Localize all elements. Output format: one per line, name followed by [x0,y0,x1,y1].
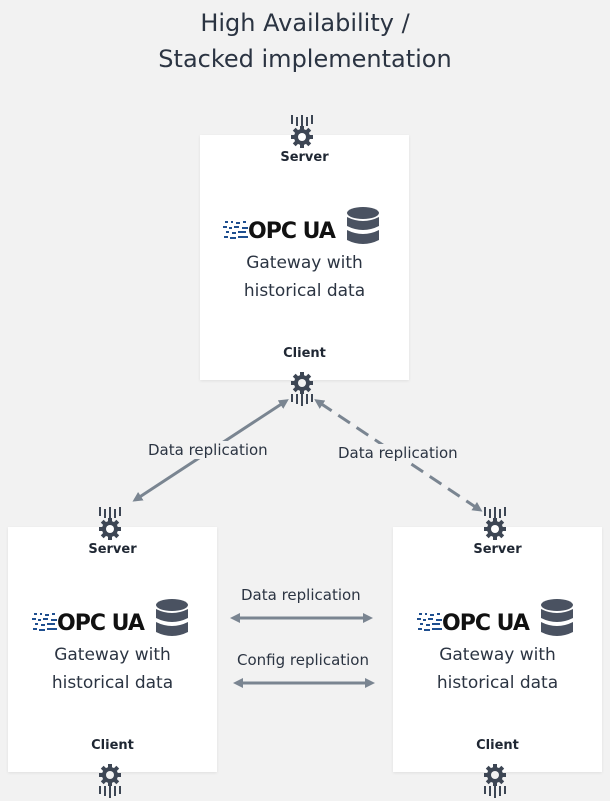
gateway-node-left: Server OPC UA Gateway with historical da… [8,527,217,772]
gateway-node-right: Server OPC UA Gateway with historical da… [393,527,602,772]
opc-ua-text: OPC UA [248,219,336,244]
edge-label-top-right: Data replication [336,444,460,462]
database-icon [541,599,573,636]
title-line-1: High Availability / [200,9,410,37]
gateway-text-line2: historical data [436,673,559,693]
client-gear-icon [291,372,313,406]
edge-label-lr-data: Data replication [239,586,363,604]
opc-streaks-icon [417,613,442,631]
database-icon [156,599,188,636]
client-label: Client [283,346,326,361]
gateway-text-line2: historical data [243,281,366,301]
server-gear-icon [291,115,313,148]
opc-ua-logo: OPC UA [32,599,192,639]
server-label: Server [280,150,329,165]
opc-ua-text: OPC UA [442,611,530,636]
title-line-2: Stacked implementation [158,45,452,73]
gateway-text-line2: historical data [51,673,174,693]
client-gear-icon [484,764,506,798]
opc-streaks-icon [32,613,57,631]
client-label: Client [476,738,519,753]
opc-ua-text: OPC UA [57,611,145,636]
client-gear-icon [99,764,121,798]
server-gear-icon [99,507,121,540]
database-icon [347,207,379,244]
gateway-text-line1: Gateway with [246,253,363,273]
opc-ua-logo: OPC UA [223,207,383,247]
server-label: Server [473,542,522,557]
gateway-text-line1: Gateway with [54,645,171,665]
edge-label-lr-config: Config replication [235,651,371,669]
edge-label-top-left: Data replication [146,441,270,459]
server-gear-icon [484,507,506,540]
gateway-node-top: Server OPC UA Gateway with historical da… [200,135,409,380]
server-label: Server [88,542,137,557]
opc-streaks-icon [223,221,248,239]
client-label: Client [91,738,134,753]
gateway-text-line1: Gateway with [439,645,556,665]
opc-ua-logo: OPC UA [417,599,577,639]
